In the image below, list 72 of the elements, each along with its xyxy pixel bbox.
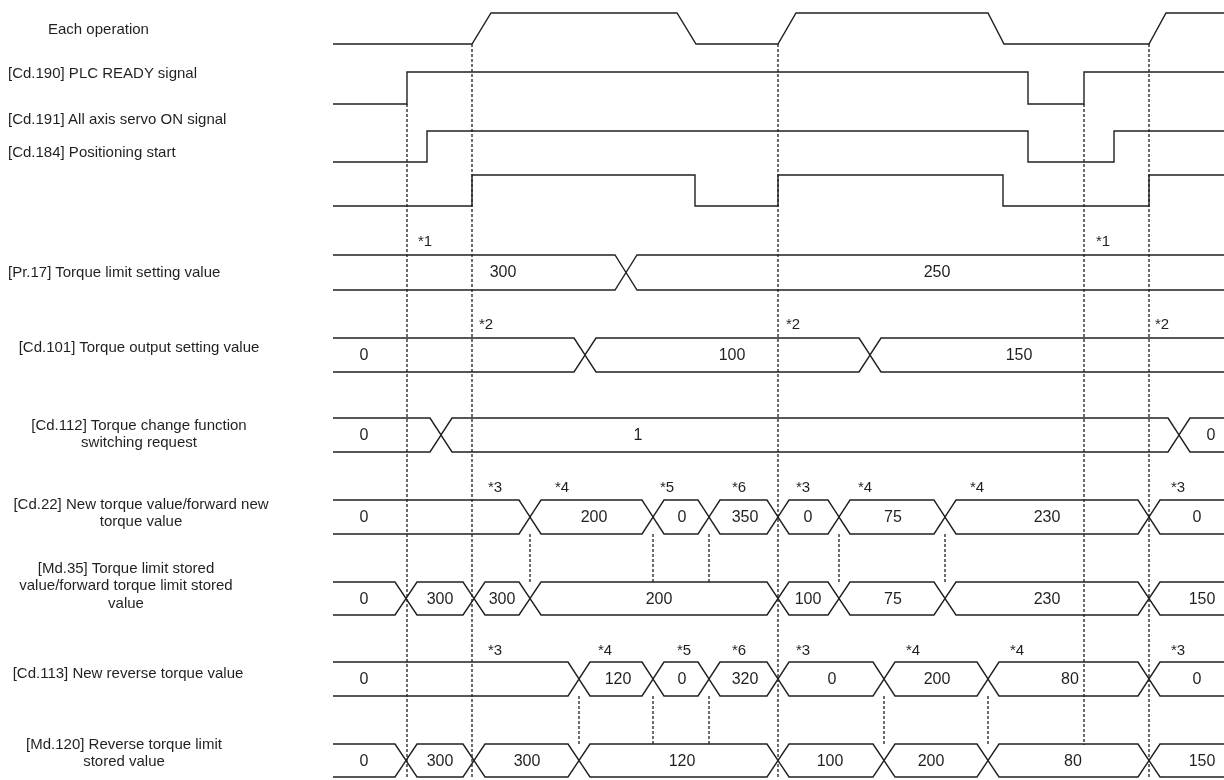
bus-value: 230 bbox=[1033, 507, 1061, 527]
note-mark: *2 bbox=[1155, 315, 1170, 333]
bus-value: 80 bbox=[1061, 669, 1079, 689]
bus-value: 80 bbox=[1064, 751, 1082, 771]
signal-name: Each operation bbox=[48, 20, 149, 38]
bus-value: 200 bbox=[580, 507, 608, 527]
bus-value: 0 bbox=[1206, 425, 1216, 445]
bus-value: 1 bbox=[633, 425, 643, 445]
signal-name: [Cd.112] Torque change function switching request bbox=[30, 415, 248, 451]
bus-value: 0 bbox=[827, 669, 837, 689]
bus-value: 0 bbox=[359, 751, 369, 771]
bus-value: 200 bbox=[923, 669, 951, 689]
bus-value: 150 bbox=[1188, 751, 1216, 771]
bus-value: 0 bbox=[359, 345, 369, 365]
bus-value: 150 bbox=[1188, 589, 1216, 609]
signal-name: [Pr.17] Torque limit setting value bbox=[8, 263, 221, 281]
bus-value: 350 bbox=[731, 507, 759, 527]
bus-value: 200 bbox=[917, 751, 945, 771]
note-mark: *4 bbox=[555, 478, 570, 496]
bus-value: 230 bbox=[1033, 589, 1061, 609]
bus-value: 0 bbox=[359, 669, 369, 689]
bus-value: 0 bbox=[1192, 669, 1202, 689]
note-mark: *3 bbox=[488, 478, 503, 496]
note-mark: *2 bbox=[786, 315, 801, 333]
bus-value: 300 bbox=[488, 589, 516, 609]
bus-value: 0 bbox=[359, 425, 369, 445]
note-mark: *1 bbox=[418, 232, 433, 250]
bus-value: 0 bbox=[677, 669, 687, 689]
signal-name: [Md.35] Torque limit stored value/forward torque limit stored value bbox=[18, 559, 234, 611]
note-mark: *3 bbox=[1171, 641, 1186, 659]
note-mark: *5 bbox=[660, 478, 675, 496]
note-mark: *4 bbox=[598, 641, 613, 659]
note-mark: *4 bbox=[1010, 641, 1025, 659]
bus-value: 0 bbox=[803, 507, 813, 527]
note-mark: *4 bbox=[858, 478, 873, 496]
bus-value: 300 bbox=[513, 751, 541, 771]
note-mark: *6 bbox=[732, 478, 747, 496]
signal-name: [Md.120] Reverse torque limit stored value bbox=[25, 734, 223, 770]
signal-name: [Cd.190] PLC READY signal bbox=[8, 64, 197, 82]
signal-name: [Cd.22] New torque value/forward new torque value bbox=[12, 494, 270, 530]
note-mark: *2 bbox=[479, 315, 494, 333]
bus-value: 150 bbox=[1005, 345, 1033, 365]
bus-value: 0 bbox=[677, 507, 687, 527]
note-mark: *4 bbox=[906, 641, 921, 659]
bus-value: 300 bbox=[489, 262, 517, 282]
bus-value: 75 bbox=[884, 507, 902, 527]
note-mark: *3 bbox=[796, 478, 811, 496]
signal-name: [Cd.184] Positioning start bbox=[8, 143, 176, 161]
bus-value: 100 bbox=[816, 751, 844, 771]
note-mark: *1 bbox=[1096, 232, 1111, 250]
bus-value: 300 bbox=[426, 589, 454, 609]
bus-value: 120 bbox=[668, 751, 696, 771]
note-mark: *6 bbox=[732, 641, 747, 659]
bus-value: 100 bbox=[794, 589, 822, 609]
bus-value: 320 bbox=[731, 669, 759, 689]
bus-value: 0 bbox=[359, 507, 369, 527]
bus-value: 75 bbox=[884, 589, 902, 609]
bus-value: 100 bbox=[718, 345, 746, 365]
note-mark: *5 bbox=[677, 641, 692, 659]
signal-name: [Cd.113] New reverse torque value bbox=[11, 664, 245, 682]
bus-value: 250 bbox=[923, 262, 951, 282]
note-mark: *3 bbox=[796, 641, 811, 659]
bus-value: 0 bbox=[359, 589, 369, 609]
bus-value: 200 bbox=[645, 589, 673, 609]
note-mark: *3 bbox=[488, 641, 503, 659]
signal-name: [Cd.191] All axis servo ON signal bbox=[8, 110, 227, 128]
bus-value: 0 bbox=[1192, 507, 1202, 527]
note-mark: *3 bbox=[1171, 478, 1186, 496]
signal-name: [Cd.101] Torque output setting value bbox=[17, 338, 261, 356]
bus-value: 300 bbox=[426, 751, 454, 771]
note-mark: *4 bbox=[970, 478, 985, 496]
bus-value: 120 bbox=[604, 669, 632, 689]
